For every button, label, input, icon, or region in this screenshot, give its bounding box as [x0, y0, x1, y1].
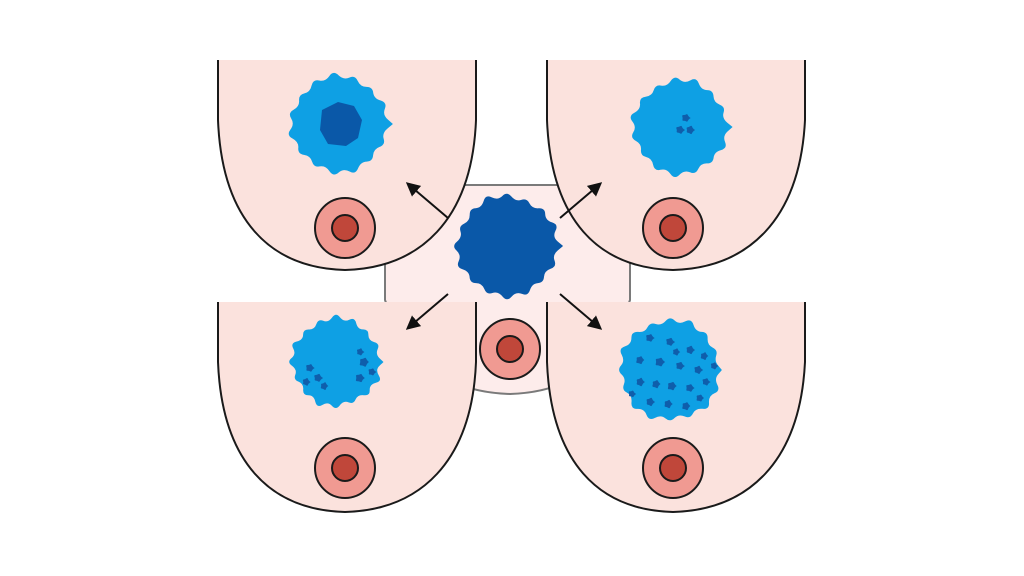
spot — [646, 397, 656, 407]
cell-bottom-left-spots — [302, 348, 377, 390]
spot — [673, 348, 681, 356]
ring-center — [479, 318, 541, 380]
cell-bottom-left — [289, 314, 384, 409]
panel-top-right — [546, 60, 806, 272]
spot — [702, 378, 711, 386]
arrow-to-top-left — [405, 182, 449, 219]
ring-top-right — [642, 197, 704, 259]
ring-top-left — [314, 197, 376, 259]
spot — [320, 382, 329, 390]
ring-bottom-left-inner — [331, 454, 359, 482]
spot — [682, 402, 691, 411]
ring-top-right-inner — [659, 214, 687, 242]
panel-bottom-left — [217, 302, 477, 514]
spot — [655, 357, 666, 367]
spot — [710, 362, 719, 370]
cell-bottom-right-body — [619, 318, 722, 421]
spot — [314, 373, 324, 382]
spot — [686, 384, 695, 392]
center-cell — [454, 193, 564, 300]
cell-bottom-right — [619, 318, 722, 421]
ring-bottom-left — [314, 437, 376, 499]
arrows — [405, 182, 603, 330]
arrow-to-bottom-right — [559, 293, 603, 330]
spot — [696, 394, 704, 402]
cell-top-right — [630, 77, 733, 178]
cell-top-left-nucleus — [320, 102, 362, 146]
spot — [359, 357, 369, 367]
spot — [676, 362, 685, 370]
spot — [700, 352, 709, 360]
spot — [686, 125, 696, 135]
ring-center-inner — [496, 335, 524, 363]
ring-top-left-inner — [331, 214, 359, 242]
spot — [355, 373, 365, 383]
spot — [676, 125, 686, 134]
spot — [686, 345, 696, 355]
spot — [636, 377, 645, 387]
arrow-to-top-right — [559, 182, 603, 219]
center-cell-body — [454, 193, 564, 300]
spot — [302, 378, 311, 386]
ring-bottom-right-inner — [659, 454, 687, 482]
spot — [667, 382, 677, 391]
spot — [628, 390, 637, 398]
panel-top-left — [217, 60, 477, 272]
spot — [694, 365, 704, 374]
spot — [664, 399, 673, 409]
spot — [636, 356, 645, 365]
ring-bottom-right — [642, 437, 704, 499]
spot — [666, 337, 676, 346]
cell-bottom-left-body — [289, 314, 384, 409]
cell-top-left — [288, 72, 393, 175]
spot — [306, 364, 315, 372]
cell-top-right-spots — [676, 114, 696, 135]
cell-bottom-right-spots — [628, 334, 719, 411]
spot — [356, 348, 365, 356]
panel-bottom-left-shape — [217, 302, 477, 514]
arrow-to-bottom-left — [405, 293, 449, 330]
spot — [652, 380, 661, 389]
panel-bottom-right — [546, 302, 806, 514]
spot — [682, 114, 691, 122]
spot — [646, 334, 655, 342]
spot — [368, 368, 377, 376]
